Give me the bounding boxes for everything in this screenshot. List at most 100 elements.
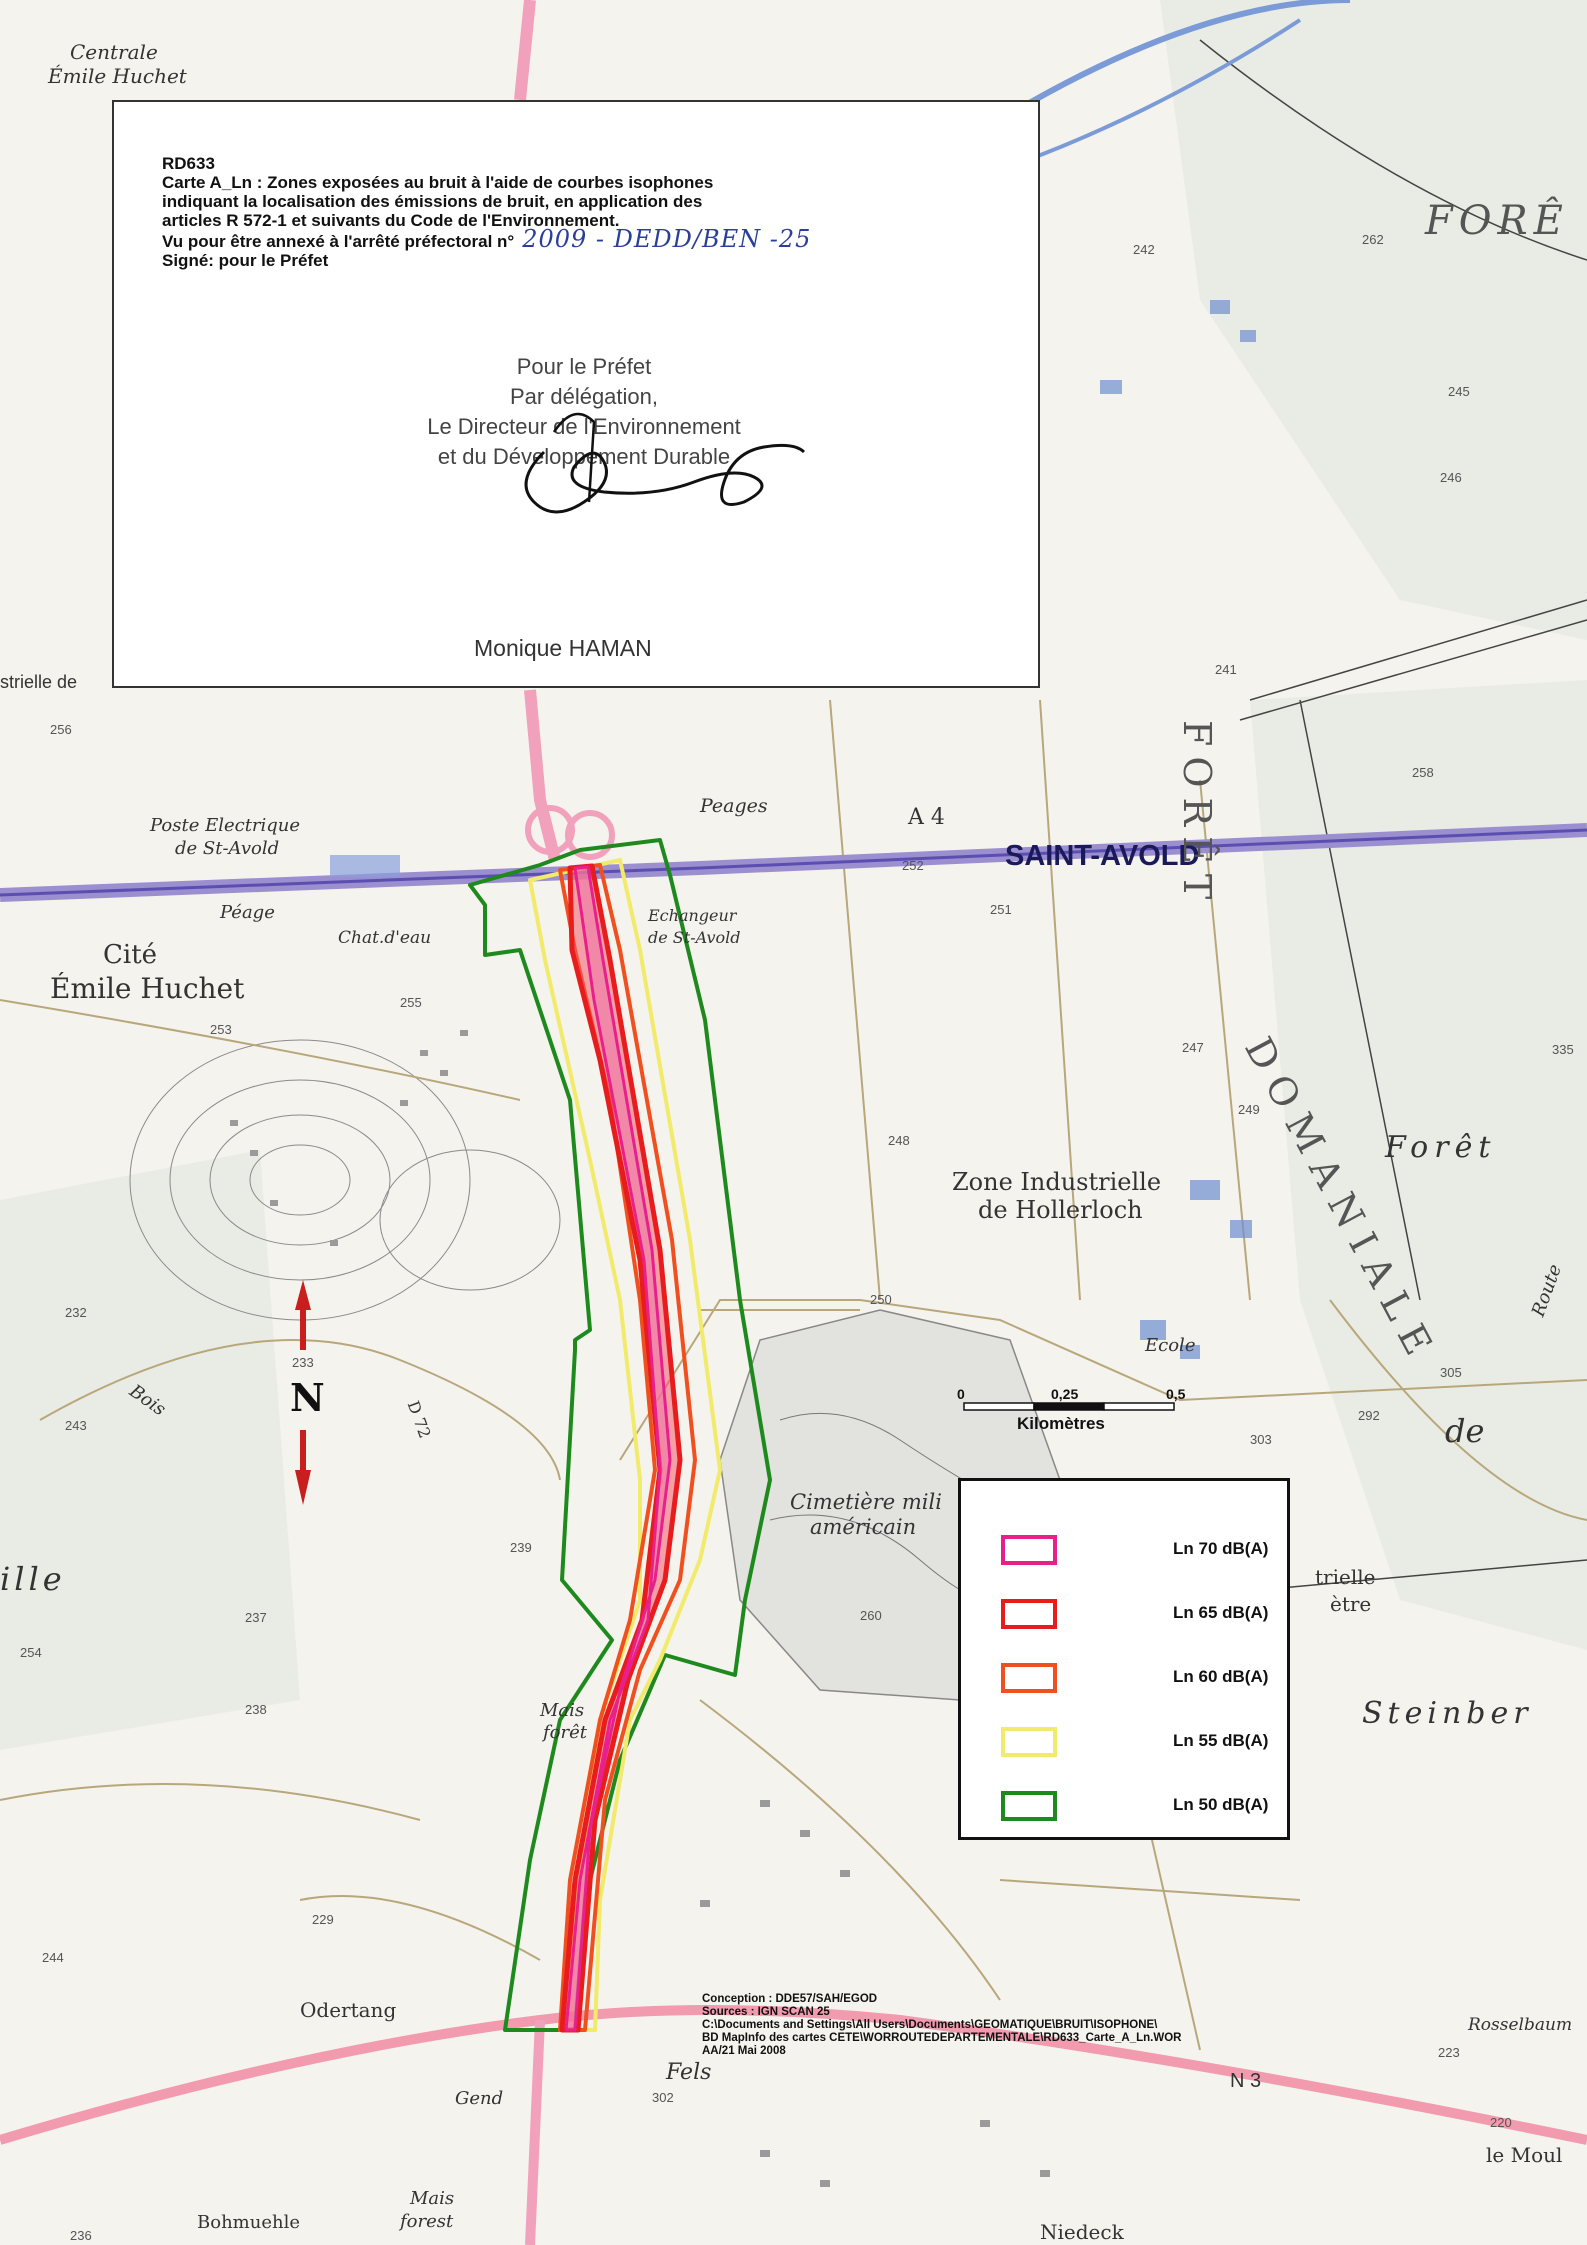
legend-label: Ln 50 dB(A) bbox=[1173, 1795, 1269, 1814]
label-peage: Péage bbox=[220, 902, 275, 923]
legend-swatch bbox=[1001, 1791, 1057, 1821]
label-a4: A 4 bbox=[908, 805, 945, 830]
elevation-label: 241 bbox=[1215, 662, 1237, 677]
label-odertang: Odertang bbox=[300, 1998, 397, 2022]
map-title: RD633 Carte A_Ln : Zones exposées au bru… bbox=[162, 154, 922, 270]
title-line: Signé: pour le Préfet bbox=[162, 251, 329, 270]
label-centrale: Centrale bbox=[70, 40, 158, 64]
elevation-label: 303 bbox=[1250, 1432, 1272, 1447]
elevation-label: 254 bbox=[20, 1645, 42, 1660]
elevation-label: 223 bbox=[1438, 2045, 1460, 2060]
elevation-label: 238 bbox=[245, 1702, 267, 1717]
elevation-label: 248 bbox=[888, 1133, 910, 1148]
title-box: RD633 Carte A_Ln : Zones exposées au bru… bbox=[112, 100, 1040, 688]
legend: Ln 70 dB(A) Ln 65 dB(A) Ln 60 dB(A) Ln 5… bbox=[958, 1478, 1290, 1840]
forest-areas bbox=[0, 0, 1587, 1750]
label-zone-industrielle: Zone Industrielle bbox=[952, 1168, 1162, 1196]
title-line: indiquant la localisation des émissions … bbox=[162, 192, 703, 211]
elevation-label: 247 bbox=[1182, 1040, 1204, 1055]
elevation-label: 335 bbox=[1552, 1042, 1574, 1057]
scale-tick-label: 0 bbox=[957, 1386, 965, 1402]
credits-line: Conception : DDE57/SAH/EGOD bbox=[702, 1993, 878, 2005]
elevation-label: 292 bbox=[1358, 1408, 1380, 1423]
legend-item-ln55: Ln 55 dB(A) bbox=[1001, 1727, 1271, 1757]
label-le-moul: le Moul bbox=[1486, 2143, 1563, 2167]
decree-label: Vu pour être annexé à l'arrêté préfector… bbox=[162, 232, 515, 251]
label-mais-forest-2: forest bbox=[400, 2211, 454, 2232]
label-mais-forest: Mais bbox=[410, 2188, 455, 2209]
elevation-label: 229 bbox=[312, 1912, 334, 1927]
signer-name: Monique HAMAN bbox=[474, 635, 652, 661]
noise-zones bbox=[468, 838, 772, 2033]
legend-label: Ln 60 dB(A) bbox=[1173, 1667, 1269, 1686]
elevation-label: 256 bbox=[50, 722, 72, 737]
legend-item-ln60: Ln 60 dB(A) bbox=[1001, 1663, 1271, 1693]
title-line: RD633 bbox=[162, 154, 215, 173]
label-emile-huchet: Émile Huchet bbox=[50, 972, 245, 1005]
legend-label: Ln 70 dB(A) bbox=[1173, 1539, 1269, 1558]
elevation-label: 262 bbox=[1362, 232, 1384, 247]
label-poste-electrique: Poste Electrique bbox=[150, 815, 301, 836]
label-ille: ille bbox=[0, 1560, 66, 1598]
legend-swatch bbox=[1001, 1599, 1057, 1629]
stamp-line: Le Directeur de l'Environnement bbox=[427, 414, 741, 439]
title-line: articles R 572-1 et suivants du Code de … bbox=[162, 211, 620, 230]
label-mais-foret-mid: Mais bbox=[540, 1700, 585, 1721]
stamp-line: Pour le Préfet bbox=[516, 354, 652, 379]
elevation-label: 250 bbox=[870, 1292, 892, 1307]
legend-item-ln50: Ln 50 dB(A) bbox=[1001, 1791, 1271, 1821]
signature bbox=[524, 412, 806, 514]
label-foret-top: FORÊ bbox=[1425, 198, 1569, 244]
decree-number: 2009 - DEDD/BEN -25 bbox=[522, 225, 812, 253]
label-saint-avold: SAINT-AVOLD bbox=[1005, 840, 1200, 872]
title-line: Carte A_Ln : Zones exposées au bruit à l… bbox=[162, 173, 714, 192]
legend-item-ln65: Ln 65 dB(A) bbox=[1001, 1599, 1271, 1629]
credits-line: C:\Documents and Settings\All Users\Docu… bbox=[702, 2019, 1158, 2031]
elevation-label: 258 bbox=[1412, 765, 1434, 780]
houses bbox=[230, 1030, 1050, 2187]
label-trielle-left: strielle de bbox=[0, 672, 78, 692]
label-felsberg: Fels bbox=[666, 2060, 712, 2085]
title-line: Vu pour être annexé à l'arrêté préfector… bbox=[162, 227, 922, 251]
label-gend: Gend bbox=[455, 2088, 504, 2109]
label-etre: ètre bbox=[1330, 1592, 1372, 1616]
elevation-label: 246 bbox=[1440, 470, 1462, 485]
credits-block: Conception : DDE57/SAH/EGOD Sources : IG… bbox=[702, 1993, 1181, 2058]
ln55-zone bbox=[528, 858, 722, 2032]
label-cimetiere-2: américain bbox=[810, 1515, 917, 1539]
credits-line: Sources : IGN SCAN 25 bbox=[702, 2006, 830, 2018]
scale-unit: Kilomètres bbox=[1017, 1414, 1105, 1433]
legend-item-ln70: Ln 70 dB(A) bbox=[1001, 1535, 1271, 1565]
elevation-label: 233 bbox=[292, 1355, 314, 1370]
elevation-label: 245 bbox=[1448, 384, 1470, 399]
scale-tick-label: 0,5 bbox=[1166, 1386, 1186, 1402]
label-north: N bbox=[290, 1375, 325, 1420]
elevation-label: 244 bbox=[42, 1950, 64, 1965]
legend-swatch bbox=[1001, 1535, 1057, 1565]
elevation-label: 242 bbox=[1133, 242, 1155, 257]
credits-line: AA/21 Mai 2008 bbox=[702, 2045, 786, 2057]
label-steinberg: Steinber bbox=[1362, 1696, 1533, 1731]
label-niedeck: Niedeck bbox=[1040, 2220, 1124, 2244]
label-rosselbaum: Rosselbaum bbox=[1468, 2015, 1573, 2035]
railways bbox=[1149, 39, 1587, 1601]
legend-swatch bbox=[1001, 1727, 1057, 1757]
legend-label: Ln 55 dB(A) bbox=[1173, 1731, 1269, 1750]
elevation-label: 252 bbox=[902, 858, 924, 873]
elevation-label: 249 bbox=[1238, 1102, 1260, 1117]
label-cite: Cité bbox=[103, 940, 158, 970]
elevation-label: 236 bbox=[70, 2228, 92, 2243]
label-chat-eau: Chat.d'eau bbox=[338, 928, 432, 948]
ln70-zone bbox=[564, 865, 672, 2032]
label-ecole: Ecole bbox=[1145, 1335, 1196, 1356]
scale-tick-label: 0,25 bbox=[1051, 1386, 1079, 1402]
credits-line: BD MapInfo des cartes CETE\WORROUTEDEPAR… bbox=[702, 2032, 1182, 2044]
elevation-label: 232 bbox=[65, 1305, 87, 1320]
elevation-label: 255 bbox=[400, 995, 422, 1010]
elevation-label: 253 bbox=[210, 1022, 232, 1037]
label-cimetiere: Cimetière mili bbox=[790, 1490, 942, 1514]
label-peages: Peages bbox=[700, 795, 768, 817]
label-n3: N 3 bbox=[1230, 2070, 1262, 2092]
elevation-label: 305 bbox=[1440, 1365, 1462, 1380]
